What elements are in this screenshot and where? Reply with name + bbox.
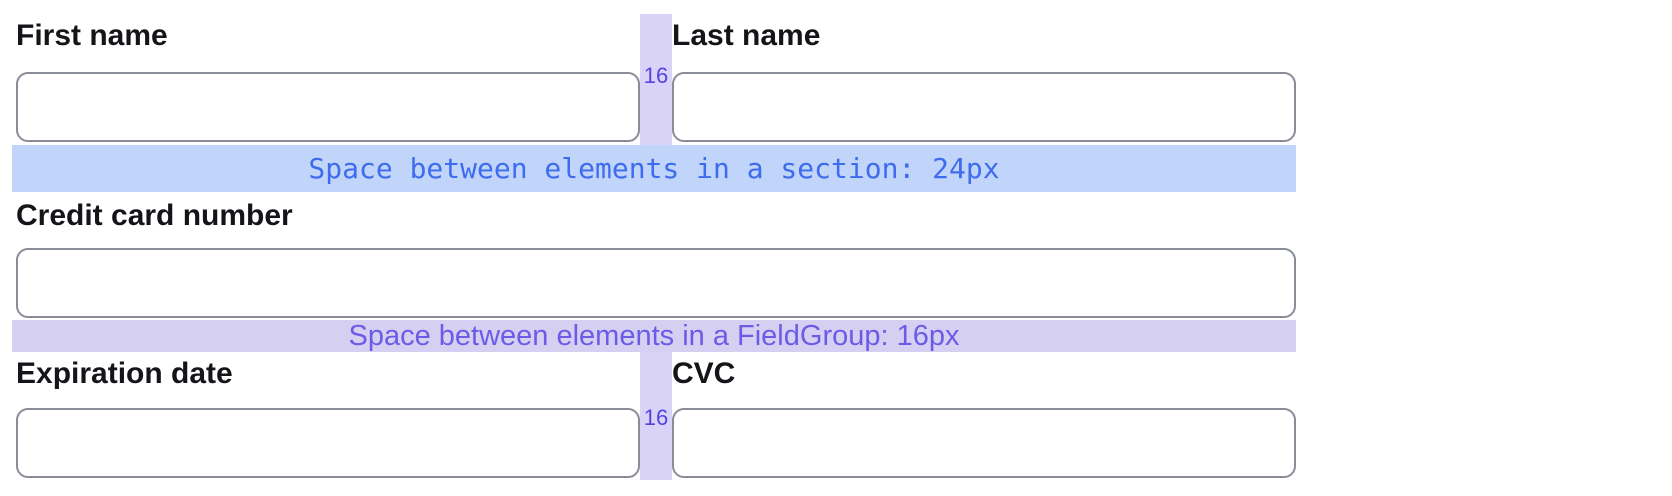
fieldgroup-spacing-annotation: Space between elements in a FieldGroup: … [12,320,1296,352]
expiration-date-field: Expiration date [16,352,640,480]
fieldgroup-spacing-text: Space between elements in a FieldGroup: … [348,319,960,352]
cvc-field: CVC [672,352,1296,480]
expiration-date-label: Expiration date [16,357,233,390]
name-field-row: First name 16 Last name [16,14,1296,145]
expiration-date-input[interactable] [16,408,640,478]
first-name-field: First name [16,14,640,145]
section-spacing-annotation: Space between elements in a section: 24p… [12,145,1296,192]
horizontal-gap-spacer-bar: 16 [640,352,672,480]
gap-size-label: 16 [643,63,669,88]
credit-card-input[interactable] [16,248,1296,318]
first-name-label: First name [16,19,168,52]
last-name-field: Last name [672,14,1296,145]
last-name-input[interactable] [672,72,1296,142]
section-spacing-text: Space between elements in a section: 24p… [308,152,1000,185]
first-name-input[interactable] [16,72,640,142]
card-details-row: Expiration date 16 CVC [16,352,1296,480]
horizontal-gap-spacer-bar: 16 [640,14,672,145]
cvc-input[interactable] [672,408,1296,478]
cvc-label: CVC [672,357,736,390]
last-name-label: Last name [672,19,821,52]
gap-size-label: 16 [643,405,669,430]
credit-card-label: Credit card number [16,199,293,232]
credit-card-field: Credit card number [16,194,1296,318]
